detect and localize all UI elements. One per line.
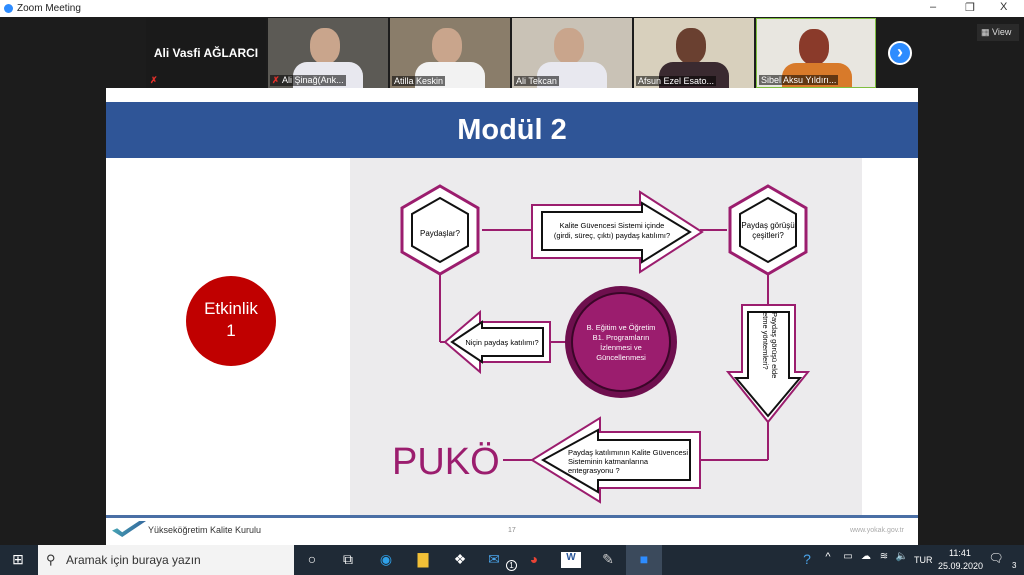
next-page-button[interactable]: › bbox=[888, 41, 912, 65]
svg-text:Kalite Güvencesi Sistemi içind: Kalite Güvencesi Sistemi içinde(girdi, s… bbox=[554, 221, 670, 240]
minimize-button[interactable]: – bbox=[930, 1, 937, 13]
close-button[interactable]: X bbox=[1000, 1, 1008, 13]
puko-label: PUKÖ bbox=[392, 441, 500, 483]
taskbar-search[interactable]: ⚲ Aramak için buraya yazın bbox=[38, 545, 294, 575]
hex1-text: Paydaşlar? bbox=[420, 229, 461, 238]
help-icon[interactable]: ? bbox=[803, 551, 811, 567]
grid-icon: ▦ bbox=[981, 27, 993, 37]
arrow-right-line: Kalite Güvencesi Sistemi içinde bbox=[560, 221, 665, 230]
hex2-line: Paydaş görüşü bbox=[741, 221, 794, 230]
notification-count: 3 bbox=[1012, 561, 1017, 570]
mic-muted-icon: ✗ bbox=[150, 75, 158, 85]
activity-label: Etkinlik bbox=[204, 299, 258, 318]
battery-icon[interactable]: ▭ bbox=[843, 551, 853, 562]
paint-icon[interactable]: ✎ bbox=[602, 551, 614, 567]
language-indicator[interactable]: TUR bbox=[914, 555, 933, 565]
shared-slide: Modül 2 Etkinlik 1 Paydaşlar? Paydaş görü… bbox=[106, 88, 918, 545]
center-line: B1. Programların bbox=[593, 333, 650, 342]
view-button[interactable]: ▦ View bbox=[977, 24, 1019, 41]
volume-icon[interactable]: 🔈 bbox=[895, 551, 909, 562]
participant-tile[interactable]: Ali Tekcan bbox=[512, 18, 632, 88]
windows-start-icon[interactable]: ⊞ bbox=[12, 551, 24, 567]
participant-name: Sibel Aksu Yıldırı... bbox=[759, 75, 839, 85]
svg-text:Paydaş katılımının Kalite Güve: Paydaş katılımının Kalite GüvencesiSiste… bbox=[568, 448, 688, 475]
participant-tile[interactable]: Sibel Aksu Yıldırı... bbox=[756, 18, 876, 88]
task-view-icon[interactable]: ⧉ bbox=[343, 551, 353, 567]
word-icon[interactable]: W bbox=[561, 552, 581, 568]
zoom-icon: ■ bbox=[639, 551, 649, 567]
hex2-line: çeşitleri? bbox=[752, 231, 784, 240]
active-speaker-tile[interactable]: Ali Vasfi AĞLARCI ✗ bbox=[146, 18, 266, 88]
zoom-taskbar-button[interactable]: ■ bbox=[626, 545, 662, 575]
search-placeholder: Aramak için buraya yazın bbox=[66, 553, 201, 567]
title-bar: Zoom Meeting – ❐ X bbox=[0, 0, 1024, 17]
window-title: Zoom Meeting bbox=[17, 3, 81, 14]
slide-title: Modül 2 bbox=[106, 102, 918, 158]
footer-url: www.yokak.gov.tr bbox=[850, 527, 904, 534]
activity-number: 1 bbox=[226, 321, 236, 340]
page-number: 17 bbox=[508, 527, 516, 534]
arrow-left-big-line: Sisteminin katmanlarına bbox=[568, 457, 649, 466]
taskbar: ⊞ ⚲Aramak için buraya yazın ○ ⧉ ◉ ▇ ❖ ✉ … bbox=[0, 545, 1024, 575]
arrow-down: Paydaş görüşü eldeetme yöntemleri? bbox=[725, 304, 811, 424]
restore-button[interactable]: ❐ bbox=[965, 2, 975, 14]
arrow-right-line: (girdi, süreç, çıktı) paydaş katılımı? bbox=[554, 231, 670, 240]
participant-name: Afsun Ezel Esato... bbox=[636, 76, 717, 86]
clock-date[interactable]: 25.09.2020 bbox=[938, 561, 984, 571]
mail-badge: 1 bbox=[506, 560, 517, 571]
hexagon-paydaslar: Paydaşlar? bbox=[400, 184, 480, 276]
cloud-icon[interactable]: ☁ bbox=[861, 551, 871, 562]
notifications-icon[interactable]: 🗨 bbox=[988, 551, 1004, 565]
zoom-logo-icon bbox=[4, 4, 13, 13]
etkinlik-circle: Etkinlik 1 bbox=[186, 276, 276, 366]
mail-icon[interactable]: ✉ bbox=[488, 551, 500, 567]
center-line: İzlenmesi ve bbox=[600, 343, 642, 352]
speaker-name: Ali Vasfi AĞLARCI bbox=[153, 46, 259, 60]
participant-name: Atilla Keskin bbox=[392, 76, 446, 86]
participant-tile[interactable]: Atilla Keskin bbox=[390, 18, 510, 88]
svg-text:Paydaş görüşü eldeetme yönteml: Paydaş görüşü eldeetme yöntemleri? bbox=[761, 312, 779, 378]
arrow-left-big-line: Paydaş katılımının Kalite Güvencesi bbox=[568, 448, 688, 457]
participant-tile[interactable]: ✗ Ali Şinağ(Ank... bbox=[268, 18, 388, 88]
participant-name: Ali Şinağ(Ank... bbox=[282, 75, 344, 85]
dropbox-icon[interactable]: ❖ bbox=[453, 551, 467, 567]
tray-chevron-icon[interactable]: ^ bbox=[825, 551, 831, 563]
arrow-left-small: Niçin paydaş katılımı? bbox=[443, 309, 551, 375]
center-line: Güncellenmesi bbox=[596, 353, 646, 362]
center-line: B. Eğitim ve Öğretim bbox=[587, 323, 656, 332]
org-name: Yükseköğretim Kalite Kurulu bbox=[148, 525, 262, 535]
search-icon: ⚲ bbox=[46, 552, 56, 567]
arrow-down-line: Paydaş görüşü elde bbox=[770, 312, 779, 378]
arrow-left-small-text: Niçin paydaş katılımı? bbox=[465, 338, 538, 347]
wifi-icon[interactable]: ≋ bbox=[879, 551, 889, 562]
participant-name: Ali Tekcan bbox=[514, 76, 559, 86]
chrome-icon[interactable]: ◕ bbox=[529, 551, 539, 567]
edge-icon[interactable]: ◉ bbox=[379, 551, 393, 567]
cortana-icon[interactable]: ○ bbox=[307, 551, 317, 567]
arrow-right: Kalite Güvencesi Sistemi içinde(girdi, s… bbox=[531, 190, 704, 274]
arrow-left-big-line: entegrasyonu ? bbox=[568, 466, 620, 475]
file-explorer-icon[interactable]: ▇ bbox=[417, 551, 429, 567]
mic-muted-icon: ✗ bbox=[272, 75, 283, 85]
arrow-down-line: etme yöntemleri? bbox=[761, 312, 770, 370]
participant-tile[interactable]: Afsun Ezel Esato... bbox=[634, 18, 754, 88]
slide-footer: Yükseköğretim Kalite Kurulu 17 www.yokak… bbox=[106, 515, 918, 545]
clock-time[interactable]: 11:41 bbox=[949, 548, 971, 558]
yokak-logo bbox=[112, 521, 146, 537]
